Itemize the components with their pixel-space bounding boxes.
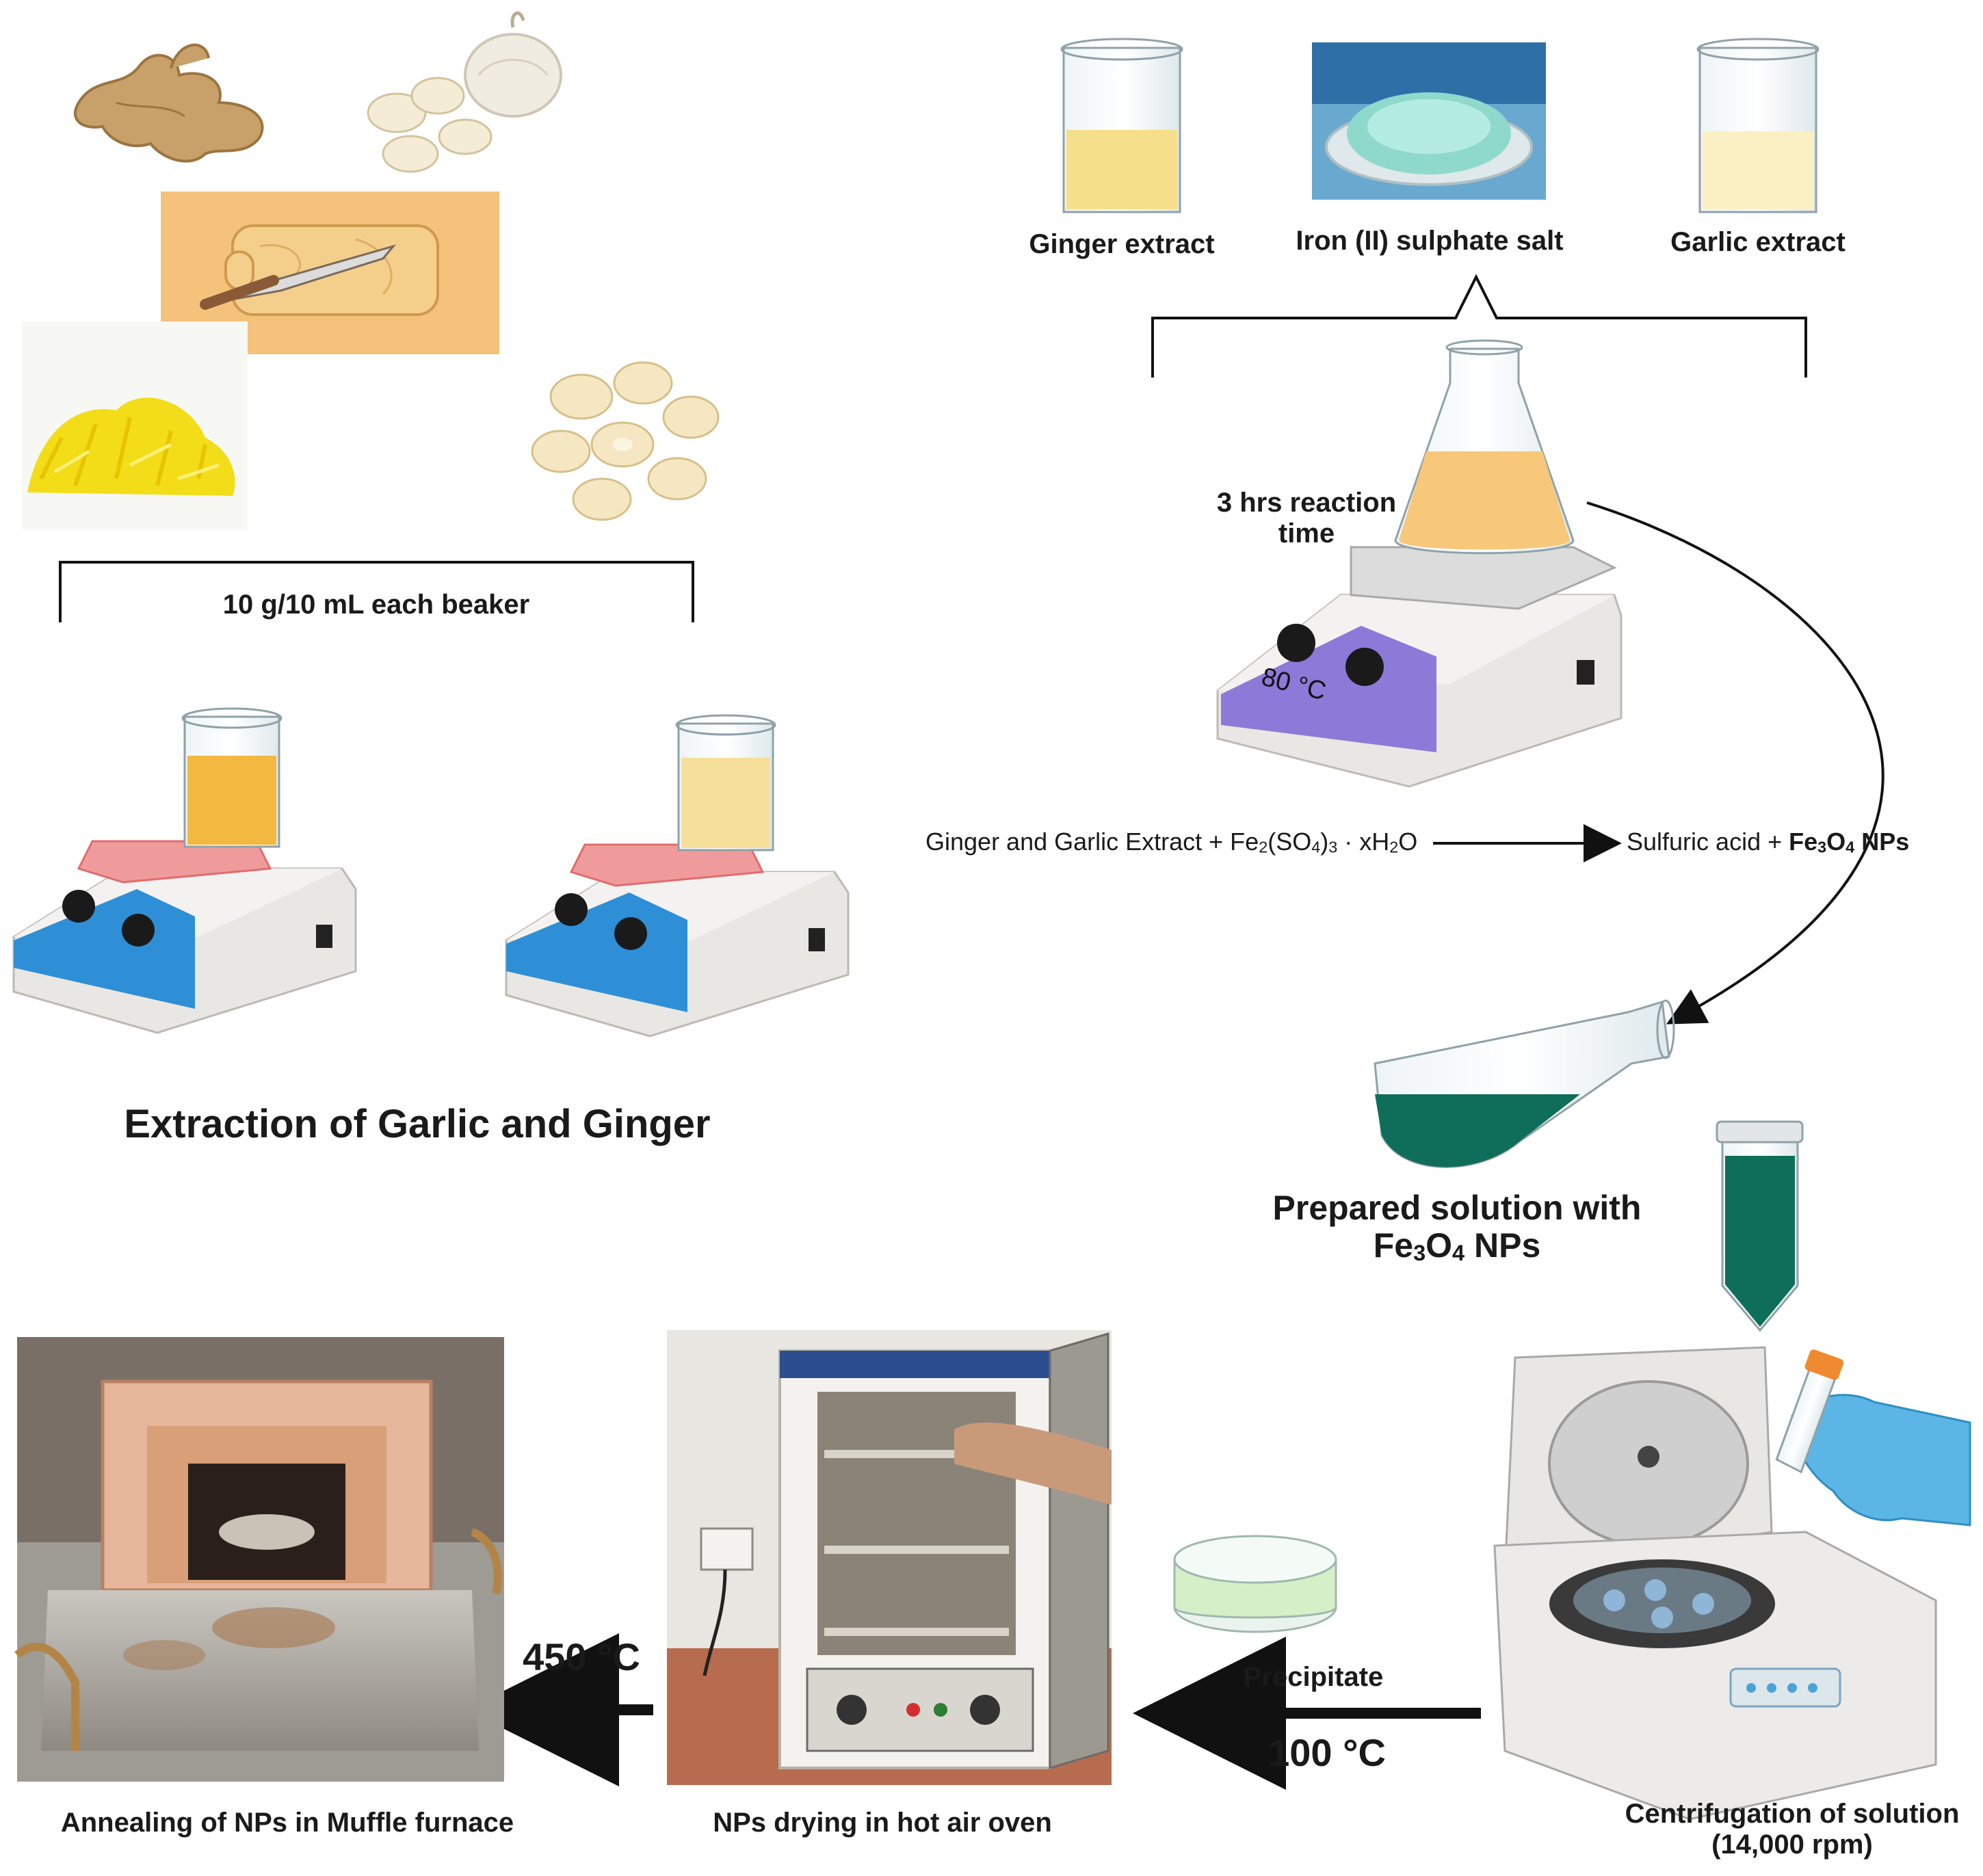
garlic-extract-label: Garlic extract [1670,227,1846,257]
prepared-solution-line2: Fe3O4 NPs [1373,1226,1541,1265]
hot-air-oven-photo [667,1330,1112,1785]
garlic-extract-beaker [1696,38,1820,213]
petri-dish [1173,1535,1337,1633]
iron-salt-label: Iron (II) sulphate salt [1296,226,1564,256]
reaction-time-line1: 3 hrs reaction [1216,488,1397,518]
drying-temperature: 100 °C [1268,1731,1386,1774]
centrifuge-tube [1716,1120,1804,1332]
ingredients-bracket [59,561,694,622]
amount-label: 10 g/10 mL each beaker [222,590,530,620]
inputs-bracket [1151,274,1807,378]
hotplate-garlic [505,714,850,1038]
reaction-time-line2: time [1278,518,1335,549]
furnace-caption: Annealing of NPs in Muffle furnace [60,1808,514,1838]
precipitate-label: Precipitate [1243,1662,1384,1692]
centrifuge-machine [1493,1346,1937,1821]
prepared-solution-flask [1374,999,1675,1168]
ginger-extract-beaker [1060,38,1183,213]
iron-sulphate-image [1312,42,1546,200]
garlic-image [367,11,562,173]
centrifugation-label-line2: (14,000 rpm) [1711,1829,1873,1860]
annealing-temperature: 450 °C [523,1635,640,1678]
oven-caption: NPs drying in hot air oven [713,1808,1052,1838]
extraction-title: Extraction of Garlic and Ginger [124,1102,711,1146]
hotplate-ginger [12,707,357,1034]
reaction-hotplate [1216,339,1623,788]
equation-products: Sulfuric acid + Fe3O4 NPs [1627,828,1910,856]
gloved-hand-icon [1775,1349,1971,1527]
cutting-board-image [161,191,499,354]
muffle-furnace-photo [14,1337,504,1782]
ginger-root-image [74,43,264,163]
grated-ginger-image [22,321,248,530]
equation-reactants: Ginger and Garlic Extract + Fe2(SO4)3 · … [925,828,1418,856]
centrifugation-label-line1: Centrifugation of solution [1625,1799,1960,1829]
curved-flow-arrow [1586,501,1884,1025]
ginger-extract-label: Ginger extract [1029,229,1215,259]
prepared-solution-line1: Prepared solution with [1272,1189,1642,1227]
sliced-garlic-image [531,361,720,521]
